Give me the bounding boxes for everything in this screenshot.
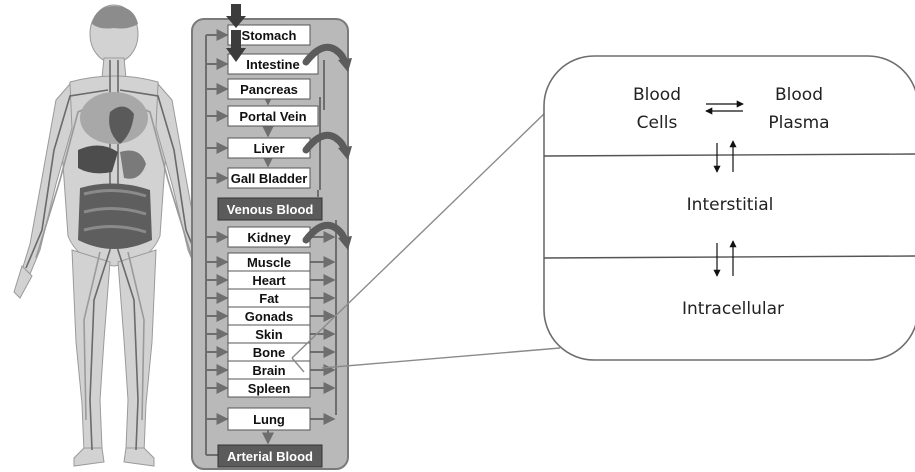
left-foot <box>73 447 105 467</box>
organ-label-gall: Gall Bladder <box>231 171 308 186</box>
organ-label-spleen: Spleen <box>248 381 291 396</box>
organ-box-gall <box>227 167 311 189</box>
organ-label-fat: Fat <box>259 291 279 306</box>
organ-flow-arrows <box>206 29 336 425</box>
interstitial-label: Interstitial <box>687 195 774 215</box>
blood-cells-label-line2: Cells <box>637 113 678 133</box>
organ-label-skin: Skin <box>255 327 283 342</box>
venous-blood-pool: Venous Blood <box>217 197 323 221</box>
organ-label-heart: Heart <box>252 273 286 288</box>
organ-label-kidney: Kidney <box>247 230 291 245</box>
recirculation-arrows <box>302 43 350 246</box>
arterial-blood-pool: Arterial Blood <box>217 444 323 468</box>
organ-label-brain: Brain <box>252 363 285 378</box>
heart-organ <box>109 106 134 144</box>
organ-label-pancreas: Pancreas <box>240 82 298 97</box>
detail-frame <box>543 55 915 361</box>
venous-return-line <box>319 60 337 415</box>
blood-plasma-label-line1: Blood <box>775 85 823 105</box>
right-foot <box>123 447 155 467</box>
plasma-interstitial-exchange-arrows <box>713 140 737 173</box>
organ-label-bone: Bone <box>253 345 286 360</box>
interstitial-intracellular-divider <box>543 255 915 259</box>
interstitial-intracellular-exchange-arrows <box>713 240 737 277</box>
organ-label-stomach: Stomach <box>242 28 297 43</box>
internal-organs <box>78 92 152 249</box>
oral-dose-arrow <box>226 4 246 62</box>
stomach-organ <box>120 150 146 179</box>
colon <box>83 189 147 234</box>
left-hand <box>13 265 33 299</box>
liver-organ <box>78 145 118 174</box>
intracellular-label: Intracellular <box>682 299 784 319</box>
organ-label-portal: Portal Vein <box>239 109 306 124</box>
human-body-illustration <box>13 4 215 467</box>
cells-plasma-exchange-arrows <box>705 100 744 115</box>
blood-cells-label-line1: Blood <box>633 85 681 105</box>
organ-box-portal <box>227 105 319 127</box>
organ-label-intestine: Intestine <box>246 57 299 72</box>
organ-box-pancreas <box>227 78 311 100</box>
organ-label-liver: Liver <box>253 141 284 156</box>
organ-box-spleen <box>227 378 311 398</box>
organ-box-intestine <box>227 53 319 75</box>
organ-label-muscle: Muscle <box>247 255 291 270</box>
arterial-blood-label: Arterial Blood <box>227 449 313 464</box>
neck <box>101 57 127 79</box>
blood-plasma-label-line2: Plasma <box>768 113 829 133</box>
venous-blood-label: Venous Blood <box>227 202 314 217</box>
plasma-interstitial-divider <box>543 153 915 157</box>
tissue-compartment-detail: Blood Cells Blood Plasma Interstitial In… <box>543 55 915 361</box>
organ-box-stomach <box>227 24 311 46</box>
organ-label-gonads: Gonads <box>245 309 293 324</box>
intestines <box>78 183 152 249</box>
brain-organ <box>92 6 138 29</box>
zoom-callout-lines <box>291 111 561 373</box>
organ-label-lung: Lung <box>253 412 285 427</box>
